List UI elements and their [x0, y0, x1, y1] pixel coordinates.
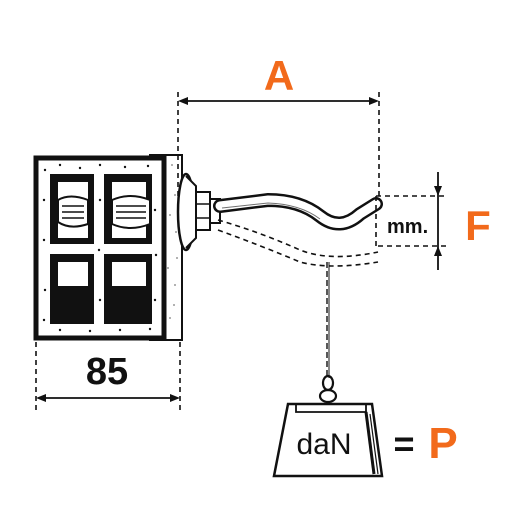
label-dan: daN [296, 428, 351, 461]
label-a: A [264, 52, 294, 99]
label-f: F [465, 202, 491, 249]
dimension-f [375, 172, 446, 270]
dimension-85 [35, 342, 181, 410]
label-mm: mm. [387, 216, 428, 238]
anchor-hook [176, 172, 383, 267]
dimension-a [177, 92, 380, 200]
load-weight [272, 262, 384, 478]
label-p: P [428, 419, 457, 468]
label-85: 85 [86, 351, 128, 393]
hollow-block [33, 154, 183, 341]
label-equals: = [393, 423, 414, 464]
